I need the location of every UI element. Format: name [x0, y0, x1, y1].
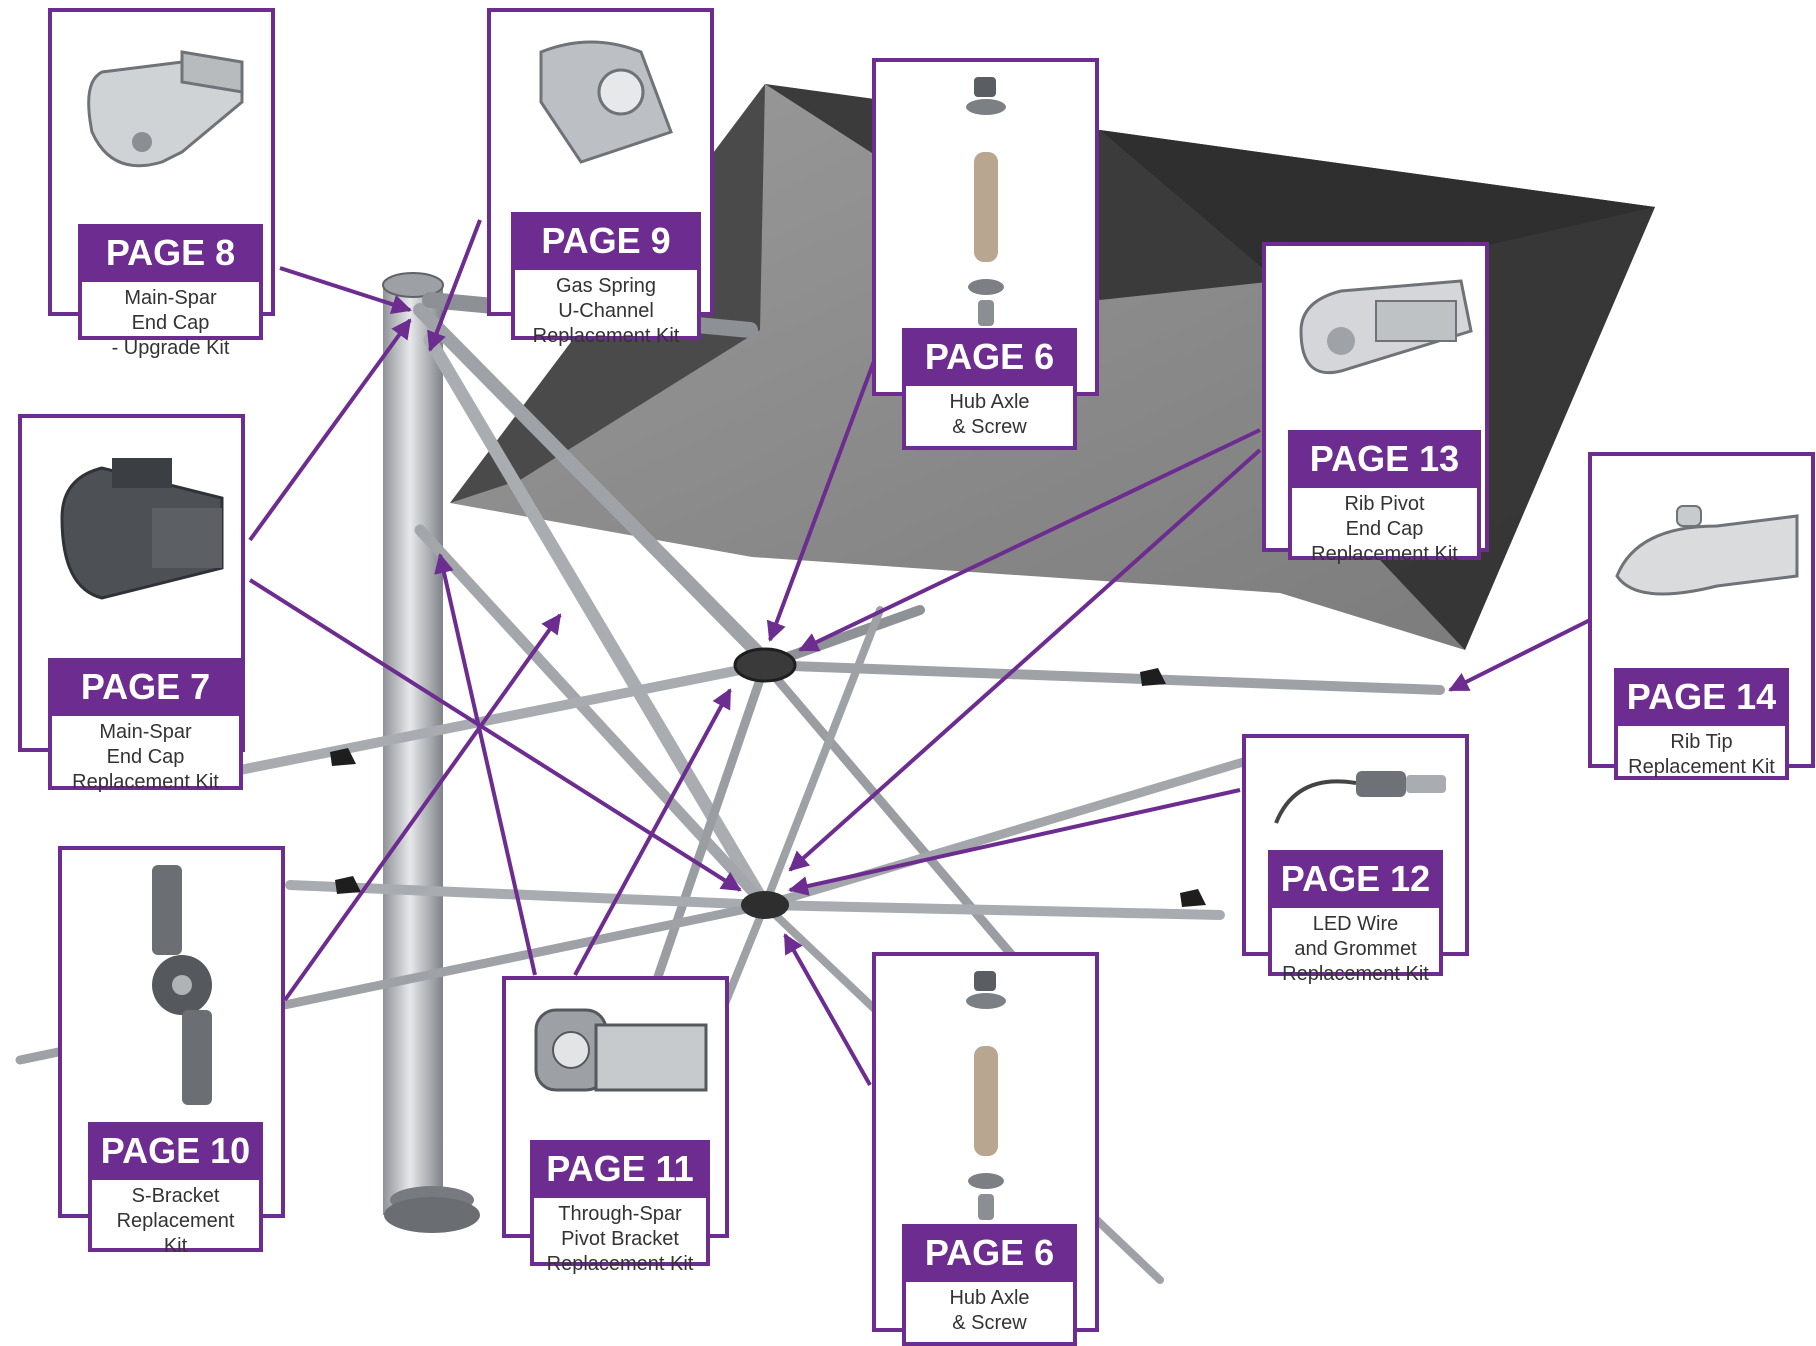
page-12-label: PAGE 12 LED Wire and Grommet Replacement…	[1268, 850, 1443, 985]
u-channel-part-icon	[539, 40, 673, 164]
part-description: Rib Tip Replacement Kit	[1628, 731, 1775, 778]
page-7-label: PAGE 7 Main-Spar End Cap Replacement Kit	[48, 658, 243, 793]
part-description: LED Wire and Grommet Replacement Kit	[1282, 913, 1429, 985]
callout-hub-axle-bottom[interactable]: PAGE 6 Hub Axle & Screw	[872, 952, 1099, 1346]
page-number: PAGE 8	[78, 224, 263, 282]
callout-rib-tip[interactable]: PAGE 14 Rib Tip Replacement Kit	[1588, 452, 1815, 780]
page-6-bottom-label: PAGE 6 Hub Axle & Screw	[902, 1224, 1077, 1346]
page-14-label: PAGE 14 Rib Tip Replacement Kit	[1614, 668, 1789, 780]
page-number: PAGE 13	[1288, 430, 1481, 488]
main-spar-end-cap-part-icon	[60, 458, 224, 600]
callout-led-wire-grommet[interactable]: PAGE 12 LED Wire and Grommet Replacement…	[1242, 734, 1469, 985]
page-number: PAGE 6	[902, 328, 1077, 386]
page-9-label: PAGE 9 Gas Spring U-Channel Replacement …	[511, 212, 701, 347]
callout-main-spar-end-cap[interactable]: PAGE 7 Main-Spar End Cap Replacement Kit	[18, 414, 245, 793]
page-number: PAGE 9	[511, 212, 701, 270]
page-10-label: PAGE 10 S-Bracket Replacement Kit	[88, 1122, 263, 1257]
rib-tip-part-icon	[1615, 505, 1799, 596]
leader-lines	[248, 219, 1591, 1086]
hub-axle-screw-part-icon	[966, 77, 1006, 326]
rib-pivot-end-cap-part-icon	[1299, 279, 1473, 374]
part-description: Main-Spar End Cap - Upgrade Kit	[111, 287, 230, 359]
callout-gas-spring-u-channel[interactable]: PAGE 9 Gas Spring U-Channel Replacement …	[487, 8, 714, 347]
page-6-top-label: PAGE 6 Hub Axle & Screw	[902, 328, 1077, 450]
callout-main-spar-end-cap-upgrade[interactable]: PAGE 8 Main-Spar End Cap - Upgrade Kit	[48, 8, 275, 359]
page-number: PAGE 7	[48, 658, 243, 716]
s-bracket-part-icon	[152, 865, 212, 1105]
rib-joints	[330, 668, 1206, 907]
callout-s-bracket[interactable]: PAGE 10 S-Bracket Replacement Kit	[58, 846, 285, 1257]
page-11-label: PAGE 11 Through-Spar Pivot Bracket Repla…	[530, 1140, 710, 1275]
page-13-label: PAGE 13 Rib Pivot End Cap Replacement Ki…	[1288, 430, 1481, 565]
callout-through-spar-pivot-bracket[interactable]: PAGE 11 Through-Spar Pivot Bracket Repla…	[502, 976, 729, 1275]
hub-axle-screw-part-icon	[966, 971, 1006, 1220]
part-description: Through-Spar Pivot Bracket Replacement K…	[546, 1203, 694, 1275]
bottom-hub	[741, 891, 789, 919]
callout-hub-axle-top[interactable]: PAGE 6 Hub Axle & Screw	[872, 58, 1099, 450]
page-8-label: PAGE 8 Main-Spar End Cap - Upgrade Kit	[78, 224, 263, 359]
callout-rib-pivot-end-cap[interactable]: PAGE 13 Rib Pivot End Cap Replacement Ki…	[1262, 242, 1489, 565]
page-number: PAGE 6	[902, 1224, 1077, 1282]
led-wire-part-icon	[1274, 771, 1446, 824]
page-number: PAGE 14	[1614, 668, 1789, 726]
part-description: Hub Axle & Screw	[949, 1287, 1030, 1334]
part-description: Gas Spring U-Channel Replacement Kit	[532, 275, 680, 347]
page-number: PAGE 11	[530, 1140, 710, 1198]
part-description: Rib Pivot End Cap Replacement Kit	[1311, 493, 1458, 565]
pivot-bracket-part-icon	[534, 1008, 708, 1092]
part-description: S-Bracket Replacement Kit	[116, 1185, 235, 1257]
page-number: PAGE 12	[1268, 850, 1443, 908]
part-description: Hub Axle & Screw	[949, 391, 1030, 438]
main-spar	[382, 272, 480, 1233]
page-number: PAGE 10	[88, 1122, 263, 1180]
end-cap-upgrade-part-icon	[87, 50, 244, 168]
top-hub	[733, 647, 797, 683]
part-description: Main-Spar End Cap Replacement Kit	[72, 721, 219, 793]
